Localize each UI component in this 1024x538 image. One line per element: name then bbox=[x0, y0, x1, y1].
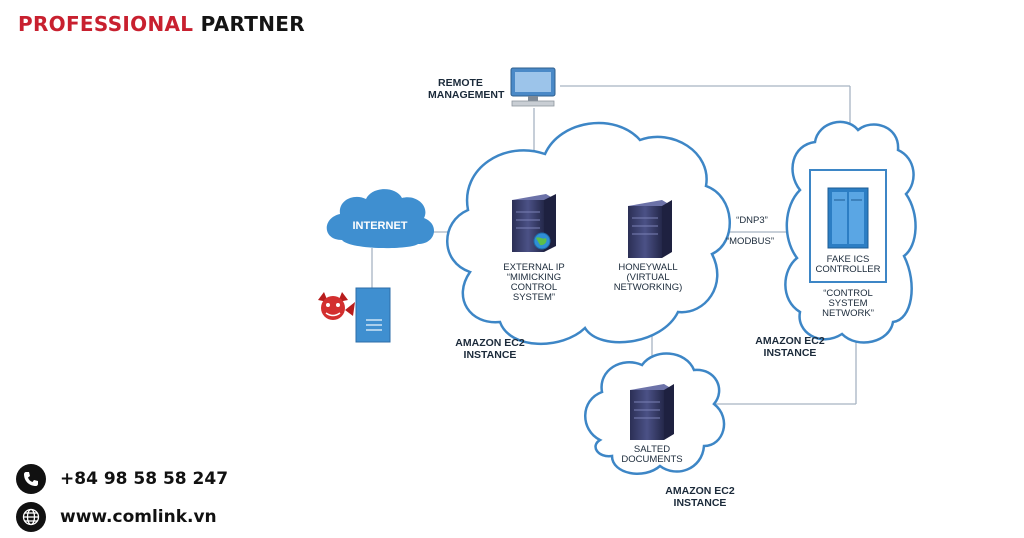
server-icon bbox=[628, 200, 672, 258]
external-ip-label-3: CONTROL bbox=[511, 282, 557, 293]
brand-title: PROFESSIONAL PARTNER bbox=[18, 12, 305, 36]
website-contact[interactable]: www.comlink.vn bbox=[16, 502, 217, 532]
globe-icon bbox=[16, 502, 46, 532]
external-ip-label-2: “MIMICKING bbox=[507, 272, 561, 283]
phone-number: +84 98 58 58 247 bbox=[60, 469, 229, 489]
devil-icon bbox=[318, 292, 355, 320]
remote-management-label-2: MANAGEMENT bbox=[428, 89, 505, 101]
honeywall-label-1: HONEYWALL bbox=[618, 262, 677, 273]
protocol-dnp3-label: “DNP3” bbox=[736, 215, 768, 226]
honeywall-label-2: (VIRTUAL bbox=[626, 272, 669, 283]
server-icon bbox=[630, 384, 674, 440]
ec2-main-label-1: AMAZON EC2 bbox=[455, 337, 525, 349]
website-url: www.comlink.vn bbox=[60, 507, 217, 527]
salted-documents-label-1: SALTED bbox=[634, 444, 670, 455]
globe-icon bbox=[533, 232, 551, 250]
cloud-main-ec2 bbox=[446, 121, 732, 346]
cloud-internet bbox=[326, 189, 435, 249]
honeywall-label-3: NETWORKING) bbox=[614, 282, 683, 293]
protocol-modbus-label: “MODBUS” bbox=[726, 236, 774, 247]
internet-label: INTERNET bbox=[353, 220, 408, 232]
ec2-bottom-label-1: AMAZON EC2 bbox=[665, 485, 735, 497]
rack-icon bbox=[827, 187, 869, 249]
external-ip-label-4: SYSTEM” bbox=[513, 292, 555, 303]
control-network-label-2: SYSTEM bbox=[828, 298, 867, 309]
fake-ics-label-2: CONTROLLER bbox=[816, 264, 881, 275]
remote-management-label-1: REMOTE bbox=[438, 77, 483, 89]
server-icon bbox=[355, 287, 391, 343]
external-ip-label-1: EXTERNAL IP bbox=[503, 262, 564, 273]
ec2-bottom-label-2: INSTANCE bbox=[674, 497, 727, 509]
fake-ics-label-1: FAKE ICS bbox=[827, 254, 870, 265]
monitor-icon bbox=[510, 67, 556, 107]
control-network-label-3: NETWORK” bbox=[822, 308, 874, 319]
phone-icon bbox=[16, 464, 46, 494]
ec2-right-label-1: AMAZON EC2 bbox=[755, 335, 825, 347]
salted-documents-label-2: DOCUMENTS bbox=[621, 454, 682, 465]
ec2-right-label-2: INSTANCE bbox=[764, 347, 817, 359]
brand-word-partner: PARTNER bbox=[200, 12, 305, 36]
brand-word-professional: PROFESSIONAL bbox=[18, 12, 194, 36]
control-network-label-1: “CONTROL bbox=[823, 288, 873, 299]
ec2-main-label-2: INSTANCE bbox=[464, 349, 517, 361]
phone-contact[interactable]: +84 98 58 58 247 bbox=[16, 464, 228, 494]
